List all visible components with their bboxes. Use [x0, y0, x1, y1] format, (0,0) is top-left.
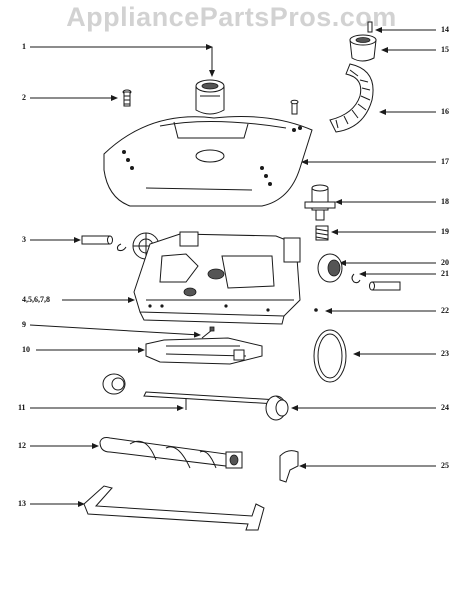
callout-23: 23 [441, 349, 449, 358]
wheel-axle-part [351, 273, 401, 291]
hose-connector-part [195, 79, 225, 115]
spring-part [315, 225, 329, 241]
callout-2: 2 [22, 93, 26, 102]
callout-9: 9 [22, 320, 26, 329]
base-nozzle-part [133, 231, 301, 325]
brushroll-part [99, 437, 243, 469]
callout-14: 14 [441, 25, 449, 34]
end-cap-part [102, 373, 126, 395]
axle-bolt-part [81, 235, 127, 252]
callout-19: 19 [441, 227, 449, 236]
callout-4-5-6-7-8: 4,5,6,7,8 [22, 295, 50, 304]
callout-22: 22 [441, 306, 449, 315]
callout-18: 18 [441, 197, 449, 206]
hood-cover-part [103, 116, 313, 207]
callout-20: 20 [441, 258, 449, 267]
callout-11: 11 [18, 403, 26, 412]
small-screw-part [290, 99, 299, 115]
rod-part [143, 391, 279, 410]
nut-part [314, 308, 318, 312]
callout-12: 12 [18, 441, 26, 450]
bearing-cap-part [265, 395, 289, 421]
valve-part [304, 184, 336, 221]
pin-part [201, 326, 215, 339]
callout-3: 3 [22, 235, 26, 244]
hose-part [329, 63, 374, 133]
callout-1: 1 [22, 42, 26, 51]
screw-part [122, 89, 132, 107]
callout-17: 17 [441, 157, 449, 166]
callout-24: 24 [441, 403, 449, 412]
callout-25: 25 [441, 461, 449, 470]
hose-cuff-part [349, 21, 377, 62]
wheel-part [317, 253, 343, 283]
bottom-plate-part [145, 337, 263, 365]
callout-15: 15 [441, 45, 449, 54]
watermark-text: AppliancePartsPros.com [66, 2, 397, 32]
drive-belt-part [313, 329, 347, 383]
callout-21: 21 [441, 269, 449, 278]
callout-16: 16 [441, 107, 449, 116]
callout-10: 10 [22, 345, 30, 354]
leader-lines [29, 27, 436, 507]
bumper-bar-part [83, 485, 265, 531]
clip-part [279, 450, 299, 483]
callout-13: 13 [18, 499, 26, 508]
